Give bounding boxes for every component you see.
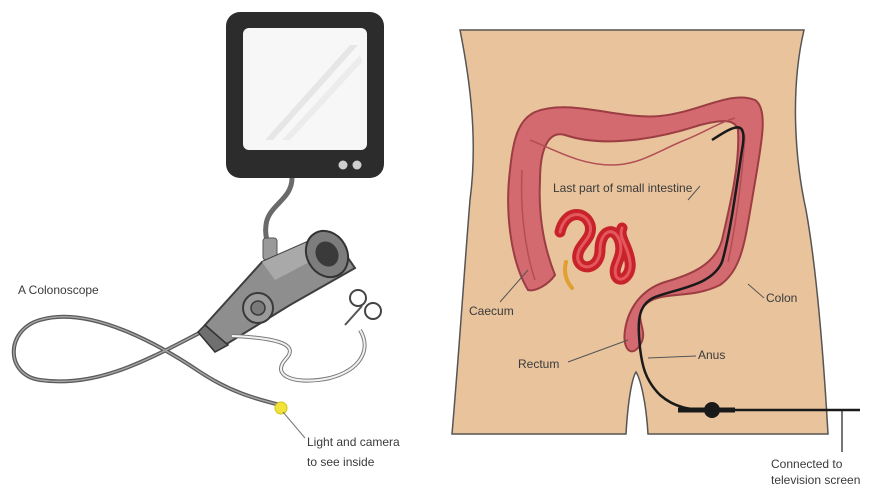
- monitor-button-icon: [339, 161, 348, 170]
- forceps-icon: [345, 290, 381, 325]
- rectum-label: Rectum: [518, 357, 559, 371]
- light-camera-tip-icon: [275, 402, 287, 414]
- tv-connection-label-line2: television screen: [771, 473, 860, 487]
- caecum-label: Caecum: [469, 304, 514, 318]
- monitor: [226, 12, 384, 178]
- tv-connection-label: Connected to: [771, 457, 843, 471]
- colon-label: Colon: [766, 291, 797, 305]
- light-camera-label-line2: to see inside: [307, 455, 375, 469]
- anus-label: Anus: [698, 348, 725, 362]
- colonoscope-label: A Colonoscope: [18, 283, 99, 297]
- torso: [452, 30, 828, 434]
- light-camera-label: Light and camera: [307, 435, 400, 449]
- small-intestine-label: Last part of small intestine: [553, 181, 693, 195]
- monitor-button-icon: [353, 161, 362, 170]
